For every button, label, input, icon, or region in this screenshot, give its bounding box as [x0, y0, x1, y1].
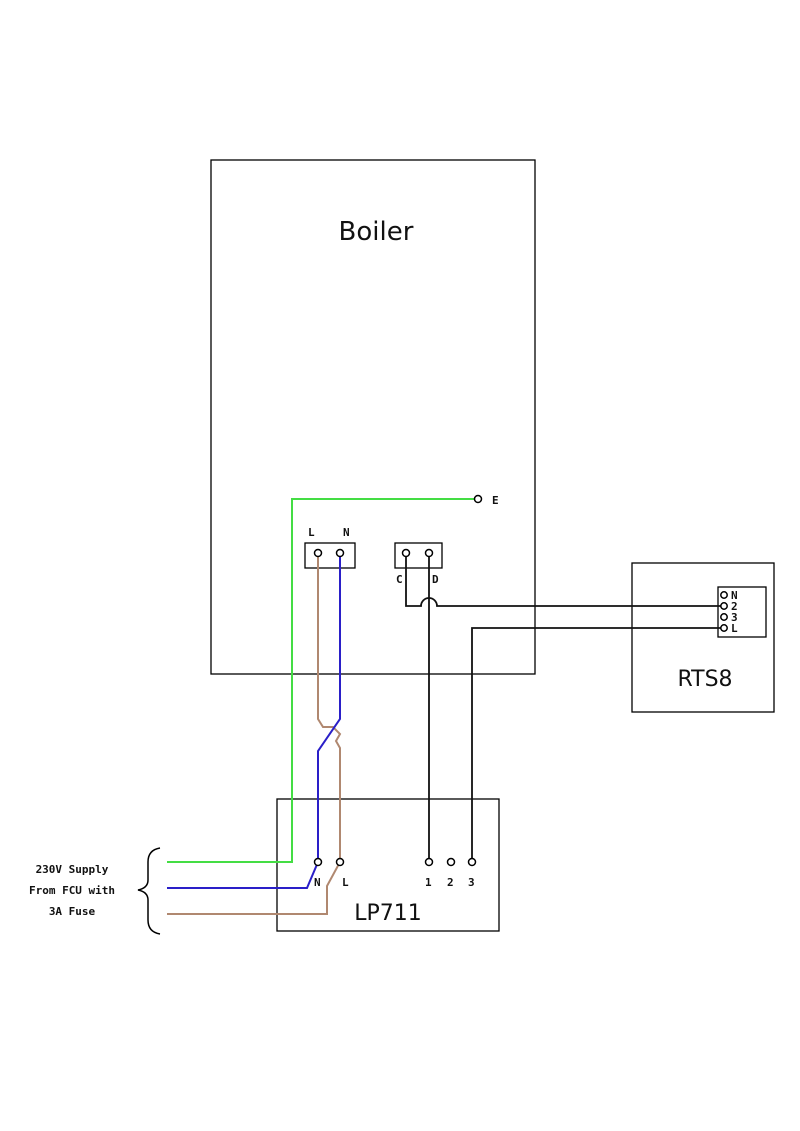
lp711-1-terminal: [424, 857, 434, 867]
rts8-box: [631, 562, 775, 713]
supply-brace: [137, 847, 161, 935]
rts8-l-terminal: [720, 624, 728, 632]
rts8-3-terminal: [720, 613, 728, 621]
lp711-1-label: 1: [425, 876, 432, 889]
boiler-n-terminal: [335, 548, 345, 558]
lp711-n-terminal: [313, 857, 323, 867]
rts8-title: RTS8: [677, 667, 732, 692]
boiler-l-terminal: [313, 548, 323, 558]
lp711-l-label: L: [342, 876, 349, 889]
rts8-l-label: L: [731, 622, 738, 635]
lp711-box: [276, 798, 500, 932]
lp711-2-label: 2: [447, 876, 454, 889]
rts8-n-terminal: [720, 591, 728, 599]
boiler-d-label: D: [432, 573, 439, 586]
lp711-title: LP711: [354, 901, 422, 926]
supply-line-1: 230V Supply: [36, 863, 109, 876]
boiler-l-label: L: [308, 526, 315, 539]
lp711-2-terminal: [446, 857, 456, 867]
lp711-3-terminal: [467, 857, 477, 867]
boiler-box: [210, 159, 536, 675]
boiler-earth-terminal: [473, 494, 483, 504]
neutral-wire: [167, 553, 341, 889]
supply-line-2: From FCU with: [29, 884, 115, 897]
rts8-2-label: 2: [731, 600, 738, 613]
boiler-d-terminal: [424, 548, 434, 558]
boiler-n-label: N: [343, 526, 350, 539]
lp711-3-label: 3: [468, 876, 475, 889]
boiler-power-terminal-block: [304, 542, 356, 569]
lp711-n-label: N: [314, 876, 321, 889]
boiler-control-terminal-block: [394, 542, 443, 569]
rts8-3-label: 3: [731, 611, 738, 624]
earth-wire: [167, 498, 478, 863]
boiler-c-label: C: [396, 573, 403, 586]
rts8-n-label: N: [731, 589, 738, 602]
supply-line-3: 3A Fuse: [49, 905, 96, 918]
boiler-title: Boiler: [339, 217, 414, 247]
control-wire-c: [405, 553, 724, 607]
earth-label: E: [492, 494, 499, 507]
rts8-terminal-block: [717, 586, 767, 638]
lp711-l-terminal: [335, 857, 345, 867]
boiler-c-terminal: [401, 548, 411, 558]
control-wire-3: [471, 627, 724, 862]
live-wire: [167, 553, 342, 915]
rts8-2-terminal: [720, 602, 728, 610]
